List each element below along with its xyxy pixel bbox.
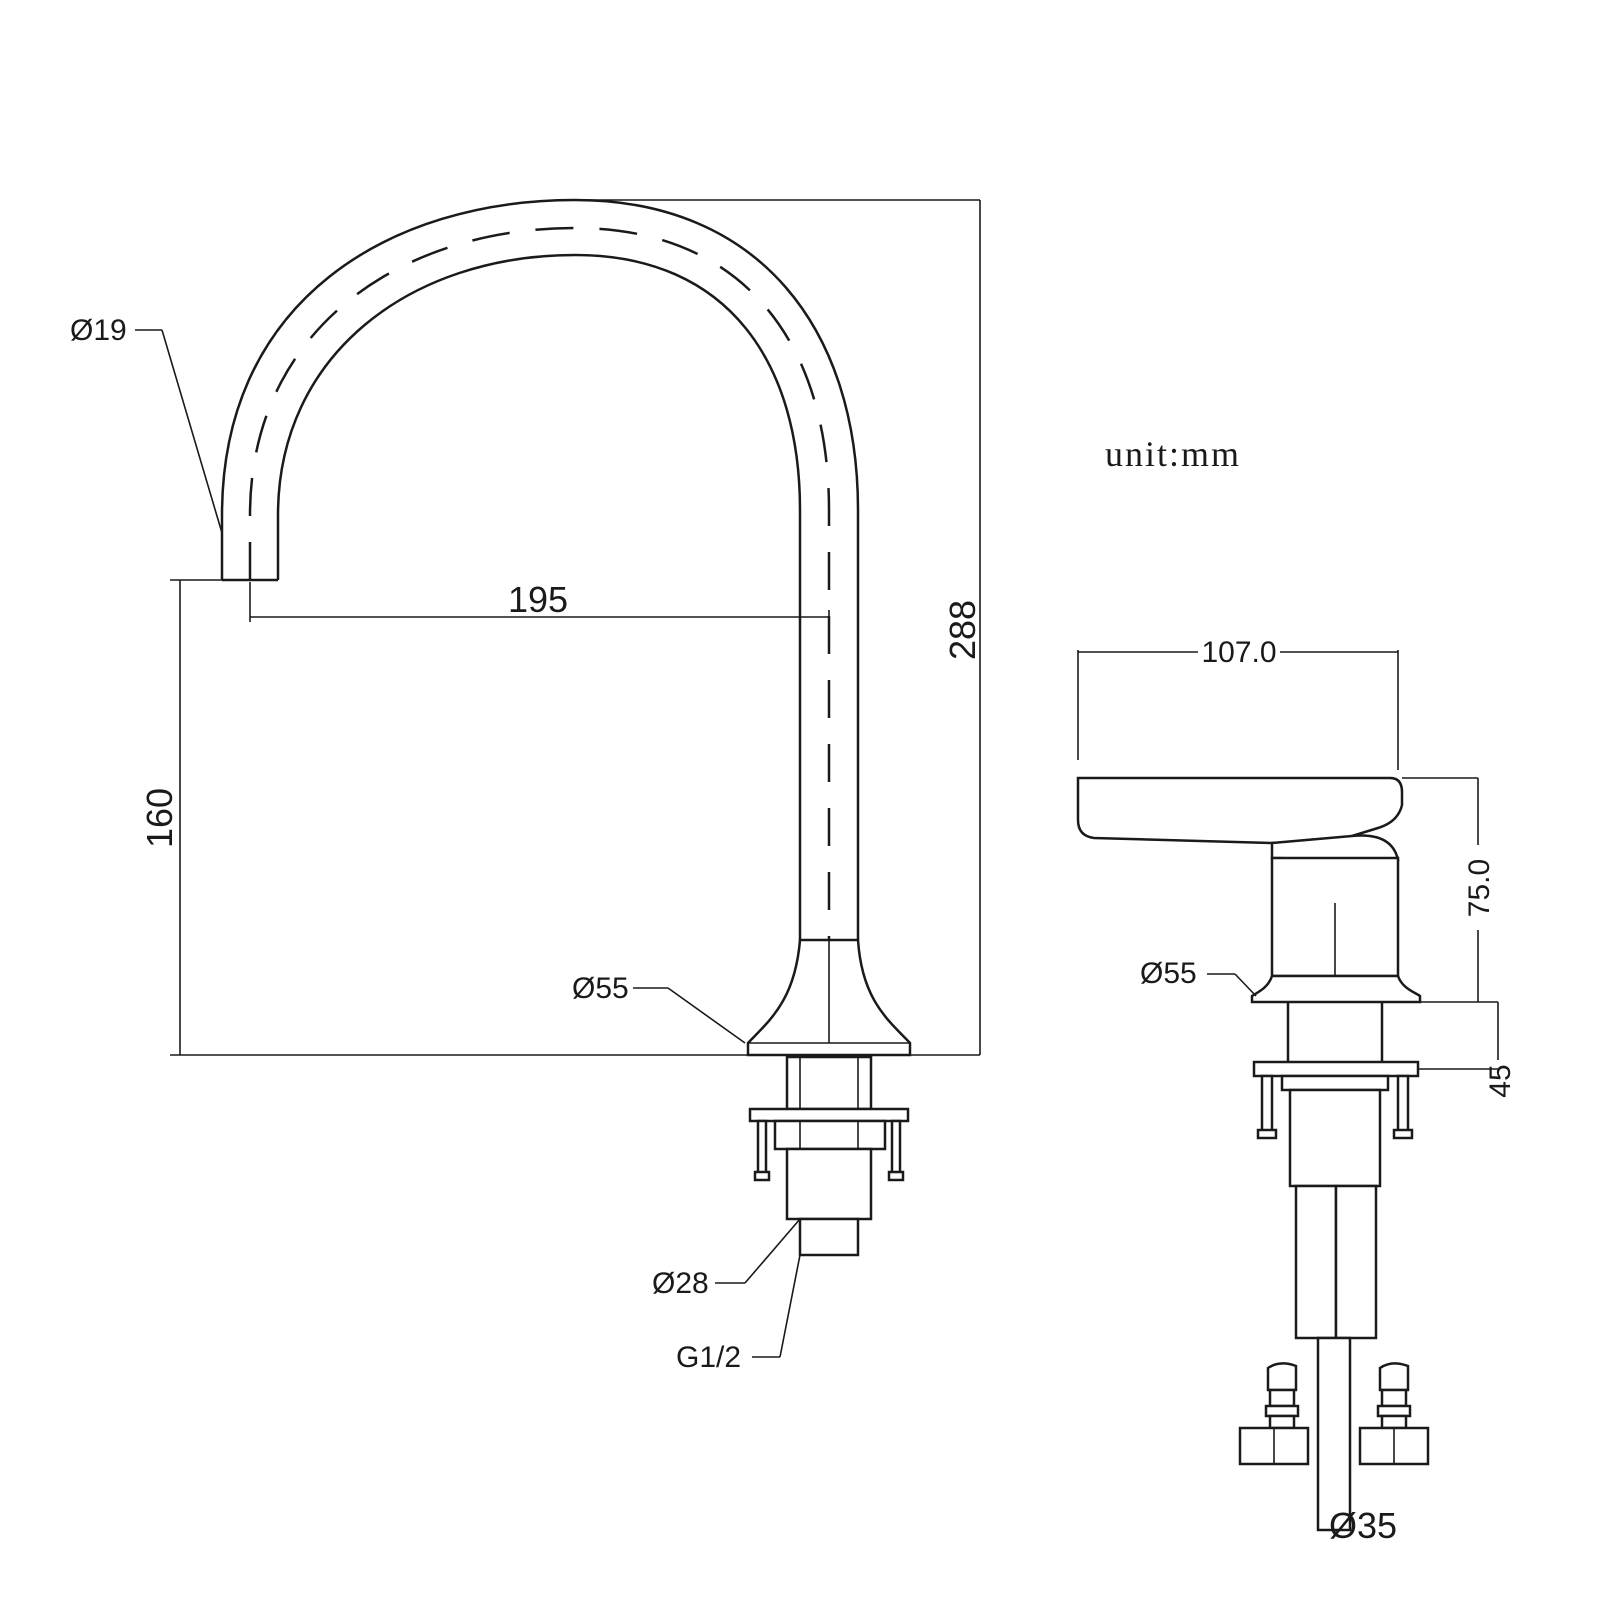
label-spout-diameter: Ø19 (70, 314, 127, 347)
shank-lower (785, 1147, 873, 1221)
dim-handle-length: 107.0 (1201, 636, 1276, 669)
stud-nut-right (887, 1170, 905, 1182)
side-view: 107.0 75.0 45 Ø55 Ø35 (1076, 636, 1517, 1546)
stud-nut-left (753, 1170, 771, 1182)
side-lower-body (1288, 1088, 1382, 1188)
dim-reach: 195 (508, 579, 568, 620)
leader-base-diameter (667, 987, 746, 1044)
spout-centerline (248, 226, 831, 940)
thread-connector (798, 1217, 860, 1257)
handle-lever (1076, 776, 1404, 845)
spout-outer-outline (220, 198, 860, 940)
spout-inner-outline (276, 253, 802, 940)
hose-center (1316, 1336, 1352, 1532)
leader-thread (779, 1254, 801, 1358)
mounting-nut (773, 1119, 887, 1151)
side-base (1250, 974, 1422, 1004)
label-thread: G1/2 (676, 1341, 741, 1374)
side-stud-nut-left (1256, 1128, 1278, 1140)
label-shank-diameter: Ø28 (652, 1267, 709, 1300)
hose-left (1294, 1184, 1338, 1340)
side-stud-left (1260, 1074, 1274, 1138)
side-washer (1252, 1060, 1420, 1078)
dim-shank-length: 45 (1484, 1064, 1517, 1097)
dim-outlet-height: 160 (139, 788, 180, 848)
leader-shank-diameter (744, 1218, 801, 1284)
hose-connector-right (1358, 1362, 1430, 1466)
label-hose-diameter: Ø35 (1329, 1505, 1397, 1546)
hose-connector-left (1238, 1362, 1310, 1466)
shank-upper (785, 1055, 873, 1111)
label-base-diameter: Ø55 (572, 972, 629, 1005)
mounting-stud-left (756, 1119, 768, 1177)
leader-side-base-diameter (1234, 973, 1257, 997)
side-stud-nut-right (1392, 1128, 1414, 1140)
leader-spout-diameter (161, 329, 223, 534)
label-side-base-diameter: Ø55 (1140, 957, 1197, 990)
mounting-washer (748, 1107, 910, 1123)
side-stud-right (1396, 1074, 1410, 1138)
front-view: 288 160 195 Ø19 Ø55 Ø28 G1/2 (70, 198, 983, 1374)
side-nut (1280, 1074, 1390, 1092)
mounting-stud-right (890, 1119, 902, 1177)
dim-total-height: 288 (942, 600, 983, 660)
dim-handle-height: 75.0 (1463, 859, 1496, 917)
unit-note: unit:mm (1105, 434, 1241, 474)
hose-right (1334, 1184, 1378, 1340)
